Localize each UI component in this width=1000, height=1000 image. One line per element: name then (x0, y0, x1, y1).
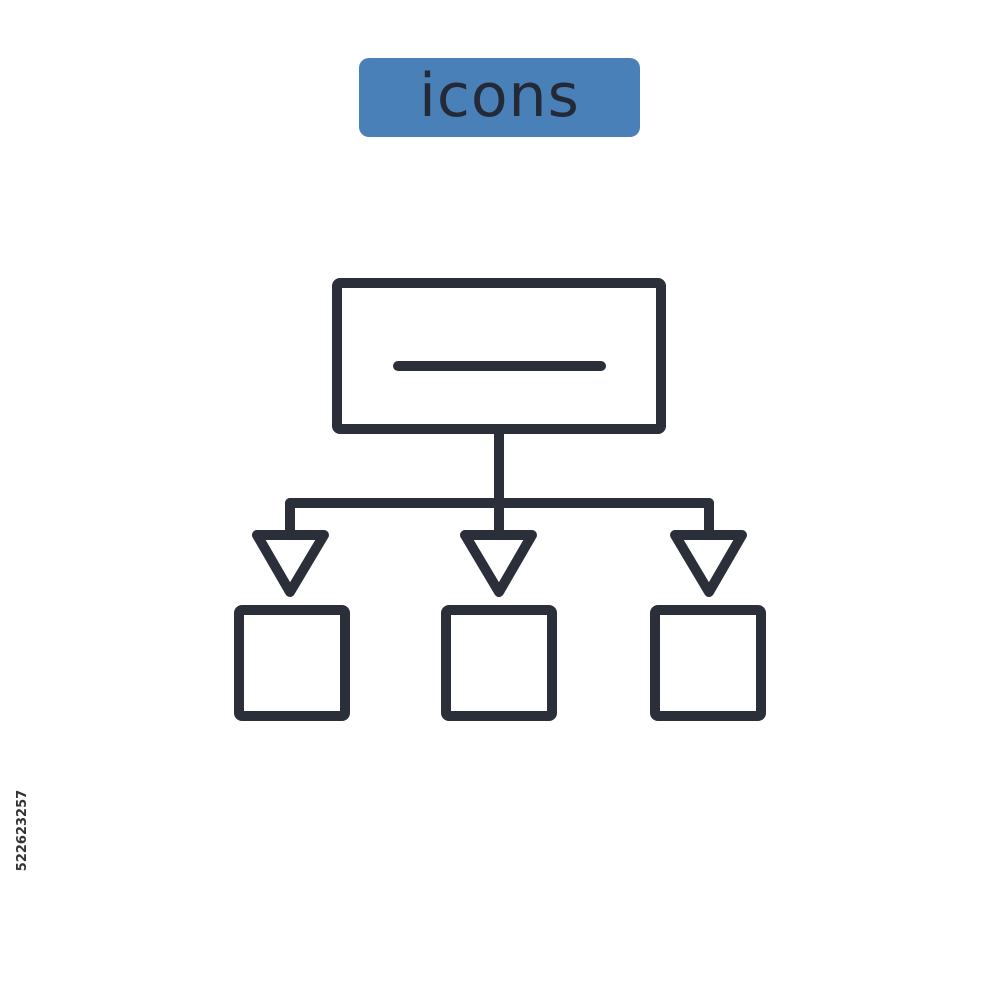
left-arrowhead (252, 530, 329, 597)
child-node-box-left (234, 605, 350, 721)
center-arrowhead (460, 530, 537, 597)
right-arrowhead (670, 530, 747, 597)
parent-node-box (332, 278, 666, 434)
stock-id-vertical: 522623257 (8, 765, 38, 895)
icons-label-badge: icons (359, 58, 640, 137)
icons-label-text: icons (419, 60, 580, 131)
child-node-box-right (650, 605, 766, 721)
child-node-box-center (441, 605, 557, 721)
stock-id-text: 522623257 (15, 789, 31, 871)
